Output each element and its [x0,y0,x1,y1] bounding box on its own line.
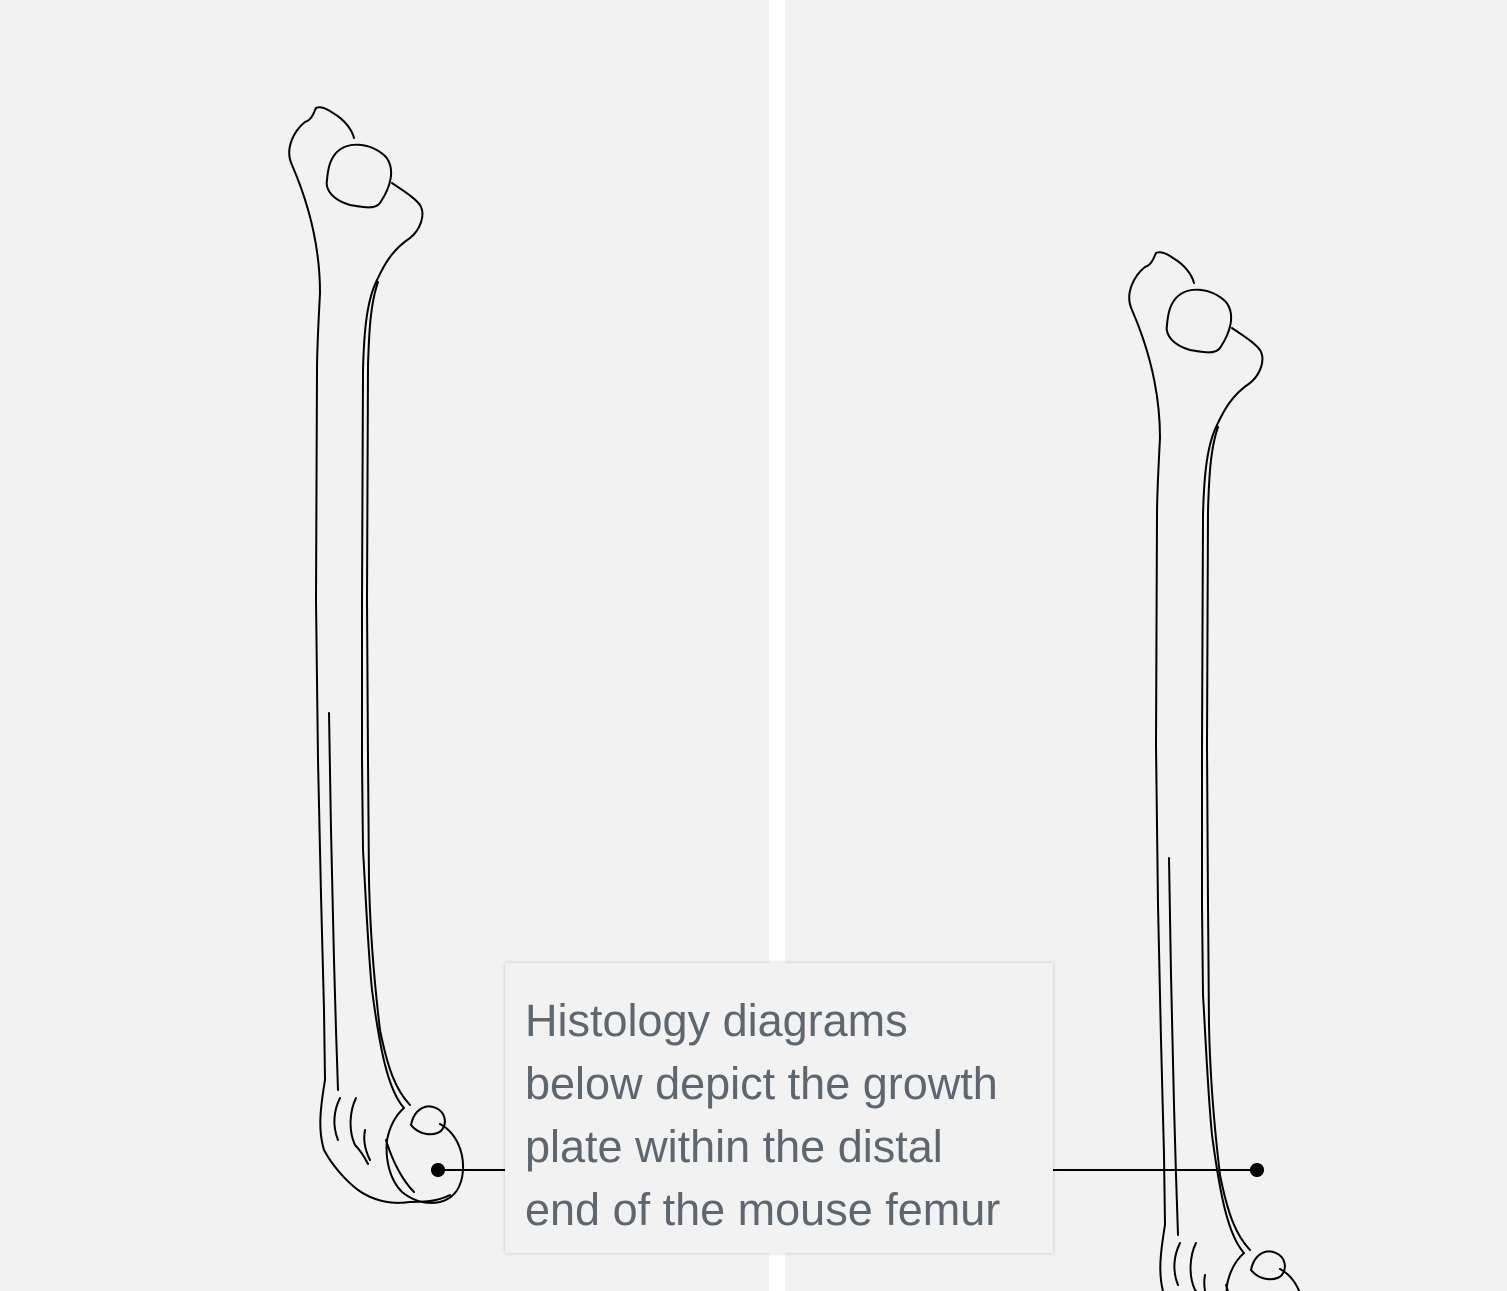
femur-left [289,107,463,1203]
femur-right [1129,252,1303,1291]
growth-plate-marker-right [1250,1163,1264,1177]
caption-box: Histology diagrams below depict the grow… [505,963,1053,1253]
caption-text: Histology diagrams below depict the grow… [525,989,1033,1241]
growth-plate-marker-left [431,1163,445,1177]
